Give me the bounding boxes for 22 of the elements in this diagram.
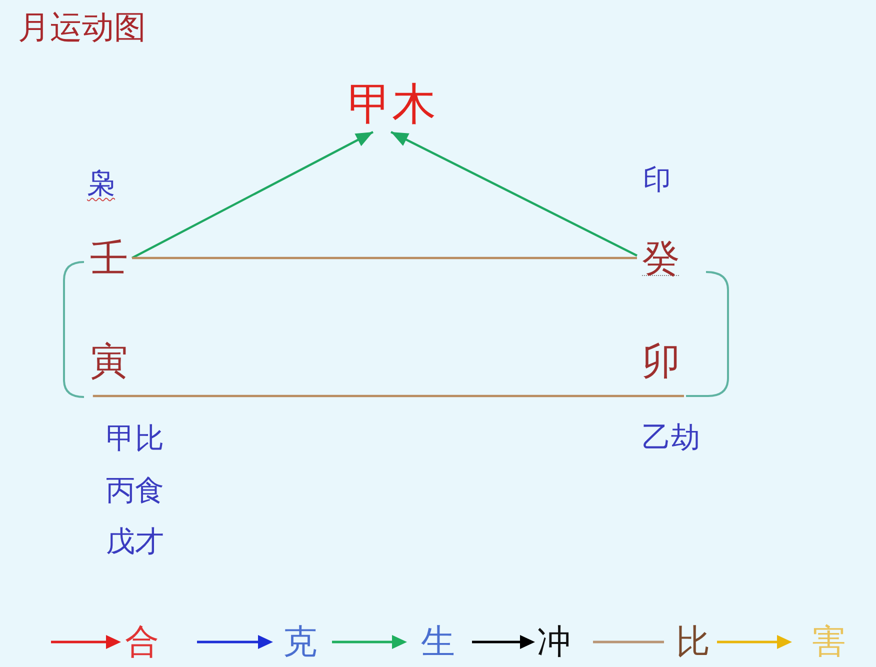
annotation-label: 乙劫 <box>642 423 700 452</box>
legend-label: 比 <box>676 625 710 659</box>
arrow <box>132 131 374 259</box>
arrow <box>390 131 638 257</box>
character-label: 寅 <box>86 326 132 396</box>
annotation-label: 甲比 <box>106 424 164 453</box>
annotation-label: 枭 <box>87 170 115 198</box>
legend-label: 冲 <box>537 625 571 659</box>
legend-label: 克 <box>283 625 317 659</box>
legend-label: 害 <box>812 625 846 659</box>
character-label: 甲木 <box>342 78 442 132</box>
legend-label: 生 <box>421 625 455 659</box>
character-label: 壬 <box>86 234 132 282</box>
connector-line <box>92 394 684 398</box>
diagram-title: 月运动图 <box>18 11 146 43</box>
annotation-label: 戊才 <box>106 527 164 556</box>
character-label: 癸 <box>637 234 685 282</box>
annotation-label: 印 <box>643 166 671 194</box>
annotation-label: 丙食 <box>106 476 164 505</box>
character-label: 卯 <box>638 326 684 396</box>
connector-line <box>132 256 637 260</box>
legend-label: 合 <box>125 625 159 659</box>
